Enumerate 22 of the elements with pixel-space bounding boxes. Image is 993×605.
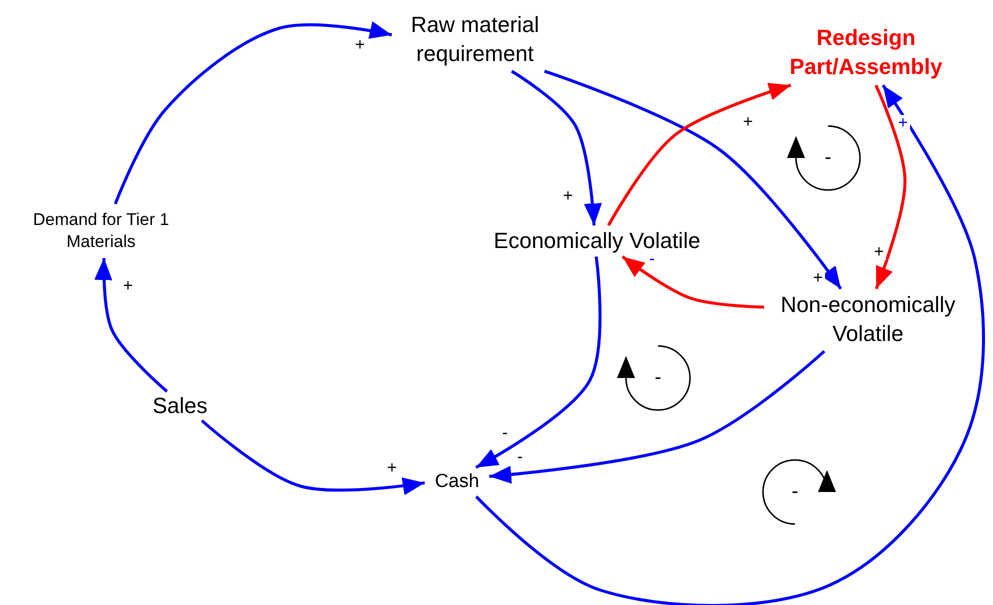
causal-link-arrow	[874, 84, 906, 290]
variable-label: Non-economically Volatile	[768, 290, 968, 350]
loop-polarity-sign: -	[654, 366, 662, 390]
causal-link-arrow	[200, 419, 425, 496]
causal-link-arrow	[114, 21, 392, 205]
variable-label: Raw material requirement	[395, 10, 555, 70]
polarity-label: +	[872, 244, 886, 260]
polarity-label: +	[896, 115, 910, 131]
causal-link-arrow	[489, 350, 826, 484]
causal-link-arrow	[475, 84, 985, 605]
causal-link-arrow	[94, 258, 168, 393]
variable-label: Demand for Tier 1 Materials	[12, 205, 190, 257]
causal-link-arrow	[544, 70, 842, 290]
variable-label: Cash	[426, 468, 488, 496]
causal-link-arrow	[622, 255, 764, 309]
variable-label: Redesign Part/Assembly	[780, 22, 952, 84]
variable-label: Sales	[144, 392, 216, 420]
causal-link-arrow	[510, 70, 602, 226]
loop-polarity-sign: -	[824, 146, 832, 170]
loop-polarity-sign: -	[792, 480, 798, 504]
causal-link-arrow	[607, 83, 792, 226]
causal-link-arrow	[475, 256, 602, 469]
